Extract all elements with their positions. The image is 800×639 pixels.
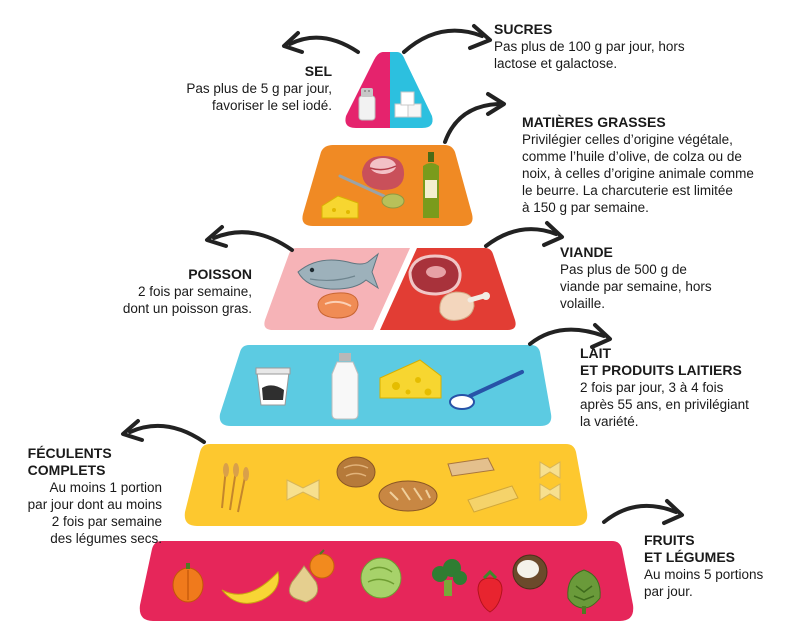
arrow-grasses-head: [486, 92, 506, 116]
arrow-fruits: [602, 504, 678, 524]
label-fruits-title: FRUITS ET LÉGUMES: [644, 532, 736, 565]
tier-poisson-viande: [264, 248, 516, 330]
wheat-icon: [221, 463, 249, 513]
label-viande-title: VIANDE: [560, 244, 613, 260]
label-lait: LAIT ET PRODUITS LAITIERS 2 fois par jou…: [580, 345, 749, 430]
arrow-sucres-head: [468, 24, 492, 50]
arrow-viande-head: [542, 221, 564, 247]
label-lait-title: LAIT ET PRODUITS LAITIERS: [580, 345, 742, 378]
lettuce-icon: [360, 557, 402, 599]
label-sel-desc: Pas plus de 5 g par jour, favoriser le s…: [186, 81, 332, 113]
arrow-poisson-head: [205, 225, 228, 248]
arrow-lait-head: [590, 323, 612, 349]
bread-loaf-icon: [336, 456, 376, 488]
label-feculents: FÉCULENTS COMPLETS Au moins 1 portion pa…: [28, 445, 162, 547]
broccoli-icon: [432, 559, 467, 596]
label-sucres-title: SUCRES: [494, 21, 553, 37]
ham-icon: [362, 155, 405, 190]
label-grasses: MATIÈRES GRASSES Privilégier celles d’or…: [522, 114, 754, 216]
olive-oil-bottle-icon: [423, 152, 439, 218]
arrow-lait: [528, 327, 606, 346]
arrow-feculents: [128, 423, 206, 444]
label-viande: VIANDE Pas plus de 500 g de viande par s…: [560, 244, 712, 312]
orange-icon: [309, 549, 335, 579]
label-sucres-desc: Pas plus de 100 g par jour, hors lactose…: [494, 39, 685, 71]
arrow-poisson: [212, 230, 294, 252]
pasta-icon: [467, 461, 561, 513]
label-fruits-desc: Au moins 5 portions par jour.: [644, 567, 764, 599]
arrow-fruits-head: [662, 499, 684, 525]
banana-icon: [221, 570, 280, 604]
tier-lait: [219, 345, 552, 426]
label-grasses-desc: Privilégier celles d’origine végétale, c…: [522, 132, 754, 215]
yogurt-icon: [255, 367, 291, 406]
spoon-oil-icon: [338, 174, 405, 209]
arrow-grasses: [443, 102, 500, 144]
milk-bottle-icon: [331, 353, 359, 420]
label-viande-desc: Pas plus de 500 g de viande par semaine,…: [560, 262, 712, 311]
label-fruits: FRUITS ET LÉGUMES Au moins 5 portions pa…: [644, 532, 763, 600]
label-poisson-title: POISSON: [188, 266, 252, 282]
label-sel: SEL Pas plus de 5 g par jour, favoriser …: [186, 63, 332, 114]
label-feculents-title: FÉCULENTS COMPLETS: [27, 445, 112, 478]
sugar-cubes-icon: [394, 91, 422, 118]
pumpkin-icon: [172, 563, 204, 603]
cream-spoon-icon: [449, 370, 524, 410]
arrow-sucres: [402, 28, 484, 54]
arrows: [121, 24, 684, 525]
arrow-feculents-head: [121, 419, 144, 442]
salt-shaker-icon: [358, 88, 376, 121]
tier-fruits-legumes: [139, 541, 634, 621]
arrow-sel: [288, 35, 360, 54]
tier-feculents-segment: [184, 444, 588, 526]
tier-feculents: [184, 444, 588, 526]
onion-icon: [288, 565, 319, 603]
tier-matieres-grasses: [302, 145, 473, 226]
chicken-leg-icon: [439, 291, 490, 321]
label-lait-desc: 2 fois par jour, 3 à 4 fois après 55 ans…: [580, 380, 749, 429]
coconut-icon: [512, 554, 548, 590]
swiss-cheese-icon: [379, 359, 442, 399]
farfalle-pasta-icon: [286, 479, 320, 501]
bread-slice-icon: [447, 457, 495, 477]
label-sucres: SUCRES Pas plus de 100 g par jour, hors …: [494, 21, 685, 72]
rolled-oats-icon: [378, 480, 438, 512]
label-poisson: POISSON 2 fois par semaine, dont un pois…: [123, 266, 252, 317]
cheese-icon: [321, 195, 359, 219]
fish-icon: [297, 252, 380, 290]
salmon-steak-icon: [317, 292, 359, 319]
label-grasses-title: MATIÈRES GRASSES: [522, 114, 666, 130]
tier-sel-sucres: [345, 52, 433, 128]
arrow-sel-head: [282, 31, 304, 54]
strawberry-icon: [477, 569, 503, 613]
label-feculents-desc: Au moins 1 portion par jour dont au moin…: [27, 480, 162, 546]
label-sel-title: SEL: [304, 63, 332, 79]
arrow-viande: [484, 227, 558, 248]
steak-icon: [408, 254, 462, 296]
label-poisson-desc: 2 fois par semaine, dont un poisson gras…: [122, 284, 252, 316]
artichoke-icon: [567, 569, 601, 614]
